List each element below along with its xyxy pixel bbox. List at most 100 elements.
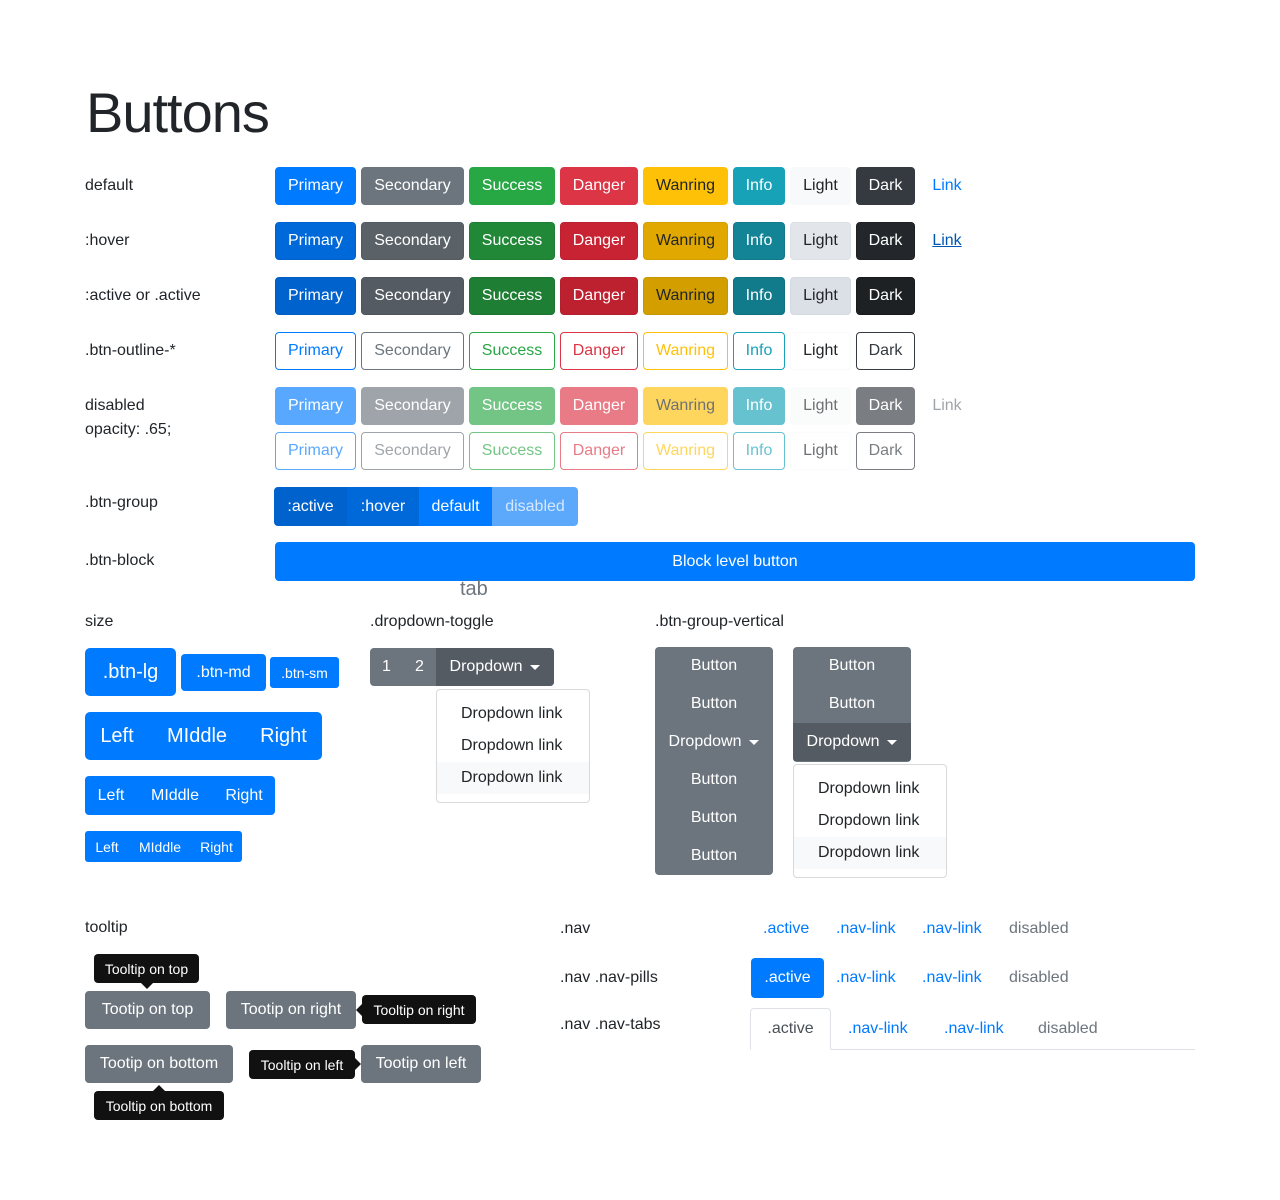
nav-link[interactable]: .nav-link: [836, 920, 896, 937]
outline-danger-button[interactable]: Danger: [560, 332, 638, 370]
vertical-button[interactable]: Button: [828, 695, 876, 712]
vertical-button[interactable]: Button: [690, 847, 738, 864]
disabled-outline-warning-button[interactable]: Wanring: [643, 432, 728, 470]
tooltip-top-button[interactable]: Tootip on top: [85, 991, 210, 1029]
nav-tab-link[interactable]: .nav-link: [944, 1020, 1004, 1037]
outline-secondary-button[interactable]: Secondary: [361, 332, 464, 370]
left-button[interactable]: Left: [97, 786, 125, 804]
right-button[interactable]: Right: [200, 838, 233, 855]
vertical-button[interactable]: Button: [690, 809, 738, 826]
disabled-light-button[interactable]: Light: [790, 387, 851, 425]
tooltip-left-button[interactable]: Tootip on left: [361, 1045, 481, 1083]
btn-group-active[interactable]: :active: [274, 487, 347, 526]
vertical-button[interactable]: Button: [690, 695, 738, 712]
secondary-button[interactable]: Secondary: [361, 277, 464, 315]
disabled-outline-info-button[interactable]: Info: [733, 432, 785, 470]
right-button[interactable]: Right: [260, 724, 307, 747]
tooltip-right-button[interactable]: Tootip on right: [226, 991, 356, 1029]
disabled-info-button[interactable]: Info: [733, 387, 785, 425]
btn-sm[interactable]: .btn-sm: [270, 657, 339, 688]
dropdown-item[interactable]: Dropdown link: [461, 737, 563, 754]
left-button[interactable]: Left: [95, 838, 119, 855]
dark-button[interactable]: Dark: [856, 277, 915, 315]
disabled-warning-button[interactable]: Wanring: [643, 387, 728, 425]
button-1[interactable]: 1: [382, 658, 391, 675]
dropdown-item[interactable]: Dropdown link: [461, 705, 563, 722]
warning-button[interactable]: Wanring: [643, 277, 728, 315]
dark-button[interactable]: Dark: [856, 222, 915, 260]
outline-light-button[interactable]: Light: [790, 332, 851, 370]
danger-button[interactable]: Danger: [560, 167, 638, 205]
light-button[interactable]: Light: [790, 277, 851, 315]
nav-pill-link[interactable]: .nav-link: [922, 969, 982, 986]
nav-pill-active[interactable]: .active: [751, 958, 824, 998]
info-button[interactable]: Info: [733, 222, 785, 260]
middle-button[interactable]: MIddle: [150, 786, 200, 804]
light-button[interactable]: Light: [790, 167, 851, 205]
dropdown-toggle-button[interactable]: Dropdown: [436, 648, 554, 686]
warning-button[interactable]: Wanring: [643, 222, 728, 260]
btn-md[interactable]: .btn-md: [181, 654, 266, 691]
dark-button[interactable]: Dark: [856, 167, 915, 205]
nav-pill-disabled[interactable]: disabled: [1009, 969, 1069, 986]
success-button[interactable]: Success: [469, 167, 555, 205]
disabled-outline-dark-button[interactable]: Dark: [856, 432, 915, 470]
right-button[interactable]: Right: [225, 786, 263, 804]
nav-disabled[interactable]: disabled: [1009, 920, 1069, 937]
vertical-button[interactable]: Button: [690, 657, 738, 674]
primary-button[interactable]: Primary: [275, 167, 356, 205]
dropdown-item[interactable]: Dropdown link: [437, 762, 589, 794]
nav-pill-link[interactable]: .nav-link: [836, 969, 896, 986]
vertical-button[interactable]: Button: [690, 771, 738, 788]
secondary-button[interactable]: Secondary: [361, 167, 464, 205]
middle-button[interactable]: MIddle: [138, 838, 182, 855]
danger-button[interactable]: Danger: [560, 222, 638, 260]
disabled-link-button[interactable]: Link: [932, 397, 962, 414]
info-button[interactable]: Info: [733, 277, 785, 315]
disabled-secondary-button[interactable]: Secondary: [361, 387, 464, 425]
disabled-outline-danger-button[interactable]: Danger: [560, 432, 638, 470]
vertical-dropdown-button[interactable]: Dropdown: [793, 723, 911, 761]
btn-group-hover[interactable]: :hover: [347, 487, 419, 526]
tooltip-bottom-button[interactable]: Tootip on bottom: [85, 1045, 233, 1083]
info-button[interactable]: Info: [733, 167, 785, 205]
nav-link[interactable]: .nav-link: [922, 920, 982, 937]
middle-button[interactable]: MIddle: [166, 724, 228, 747]
outline-info-button[interactable]: Info: [733, 332, 785, 370]
dropdown-item[interactable]: Dropdown link: [818, 812, 920, 829]
vertical-dropdown-button[interactable]: Dropdown: [655, 723, 773, 761]
warning-button[interactable]: Wanring: [643, 167, 728, 205]
outline-primary-button[interactable]: Primary: [275, 332, 356, 370]
btn-lg[interactable]: .btn-lg: [85, 648, 176, 696]
disabled-dark-button[interactable]: Dark: [856, 387, 915, 425]
primary-button[interactable]: Primary: [275, 277, 356, 315]
link-button[interactable]: Link: [932, 232, 962, 249]
dropdown-item[interactable]: Dropdown link: [818, 780, 920, 797]
outline-dark-button[interactable]: Dark: [856, 332, 915, 370]
btn-group-disabled[interactable]: disabled: [492, 487, 578, 526]
nav-active[interactable]: .active: [763, 920, 810, 937]
disabled-outline-success-button[interactable]: Success: [469, 432, 555, 470]
dropdown-item[interactable]: Dropdown link: [794, 837, 946, 869]
disabled-outline-secondary-button[interactable]: Secondary: [361, 432, 464, 470]
disabled-success-button[interactable]: Success: [469, 387, 555, 425]
nav-tab-active[interactable]: .active: [750, 1008, 831, 1050]
nav-tab-link[interactable]: .nav-link: [848, 1020, 908, 1037]
success-button[interactable]: Success: [469, 222, 555, 260]
vertical-button[interactable]: Button: [828, 657, 876, 674]
disabled-danger-button[interactable]: Danger: [560, 387, 638, 425]
success-button[interactable]: Success: [469, 277, 555, 315]
button-2[interactable]: 2: [415, 658, 424, 675]
disabled-outline-light-button[interactable]: Light: [790, 432, 851, 470]
disabled-primary-button[interactable]: Primary: [275, 387, 356, 425]
disabled-outline-primary-button[interactable]: Primary: [275, 432, 356, 470]
link-button[interactable]: Link: [932, 177, 962, 194]
block-level-button[interactable]: Block level button: [275, 542, 1195, 581]
outline-warning-button[interactable]: Wanring: [643, 332, 728, 370]
btn-group-default[interactable]: default: [419, 487, 492, 526]
primary-button[interactable]: Primary: [275, 222, 356, 260]
left-button[interactable]: Left: [100, 724, 134, 747]
danger-button[interactable]: Danger: [560, 277, 638, 315]
secondary-button[interactable]: Secondary: [361, 222, 464, 260]
outline-success-button[interactable]: Success: [469, 332, 555, 370]
